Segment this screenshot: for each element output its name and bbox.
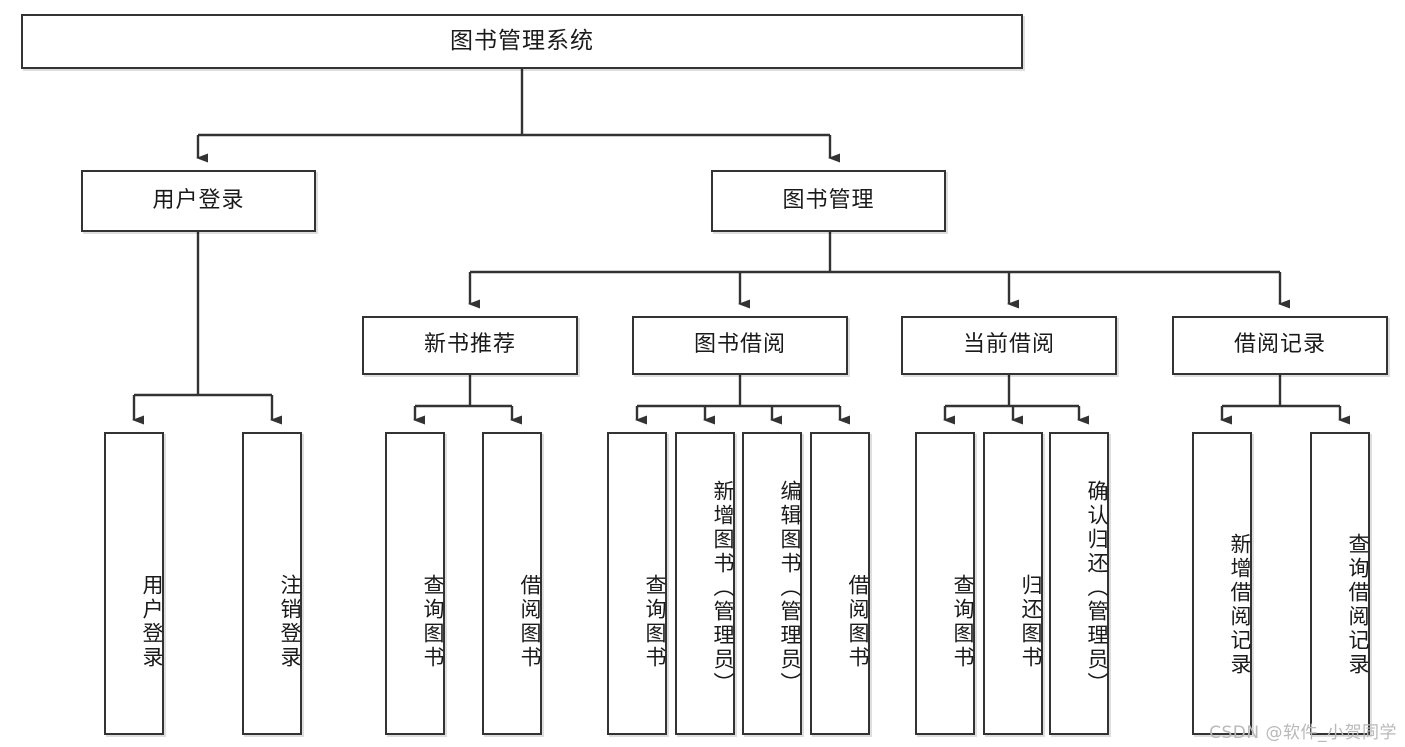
node-label: 编辑图书（管理员） <box>778 479 802 696</box>
leaf-current-borrow-query[interactable]: 查询图书 <box>915 432 975 735</box>
node-label: 当前借阅 <box>962 332 1055 358</box>
node-label: 查询图书 <box>951 573 975 670</box>
leaf-current-borrow-confirm-return[interactable]: 确认归还（管理员） <box>1049 432 1109 735</box>
node-label: 用户登录 <box>140 573 164 670</box>
node-book-borrow[interactable]: 图书借阅 <box>632 316 848 375</box>
leaf-current-borrow-return[interactable]: 归还图书 <box>983 432 1043 735</box>
watermark-text: CSDN @软件_小贺同学 <box>1209 723 1397 743</box>
leaf-new-book-query[interactable]: 查询图书 <box>385 432 445 735</box>
node-label: 确认归还（管理员） <box>1085 479 1109 696</box>
node-label: 图书管理系统 <box>450 27 594 54</box>
node-root-system[interactable]: 图书管理系统 <box>21 14 1023 69</box>
node-label: 借阅图书 <box>846 573 870 670</box>
node-borrow-record[interactable]: 借阅记录 <box>1172 316 1388 375</box>
node-label: 借阅记录 <box>1233 332 1326 358</box>
leaf-borrow-record-query[interactable]: 查询借阅记录 <box>1310 432 1370 735</box>
node-label: 借阅图书 <box>518 573 542 670</box>
leaf-book-borrow-query[interactable]: 查询图书 <box>607 432 667 735</box>
leaf-new-book-borrow[interactable]: 借阅图书 <box>482 432 542 735</box>
leaf-user-login-signin[interactable]: 用户登录 <box>104 432 164 735</box>
node-user-login[interactable]: 用户登录 <box>81 170 316 232</box>
node-book-management[interactable]: 图书管理 <box>711 170 946 232</box>
node-label: 新增借阅记录 <box>1228 532 1252 677</box>
leaf-user-login-signout[interactable]: 注销登录 <box>242 432 302 735</box>
node-label: 查询借阅记录 <box>1346 532 1370 677</box>
node-label: 图书管理 <box>782 187 875 213</box>
node-label: 用户登录 <box>152 187 245 213</box>
leaf-book-borrow-add[interactable]: 新增图书（管理员） <box>675 432 735 735</box>
node-label: 新书推荐 <box>423 332 516 358</box>
node-label: 归还图书 <box>1019 573 1043 670</box>
leaf-book-borrow-edit[interactable]: 编辑图书（管理员） <box>742 432 802 735</box>
node-label: 注销登录 <box>278 573 302 670</box>
leaf-borrow-record-add[interactable]: 新增借阅记录 <box>1192 432 1252 735</box>
node-current-borrow[interactable]: 当前借阅 <box>901 316 1117 375</box>
node-label: 查询图书 <box>421 573 445 670</box>
node-label: 新增图书（管理员） <box>711 479 735 696</box>
node-label: 查询图书 <box>643 573 667 670</box>
node-new-book-recommend[interactable]: 新书推荐 <box>362 316 578 375</box>
leaf-book-borrow-lend[interactable]: 借阅图书 <box>810 432 870 735</box>
node-label: 图书借阅 <box>693 332 786 358</box>
